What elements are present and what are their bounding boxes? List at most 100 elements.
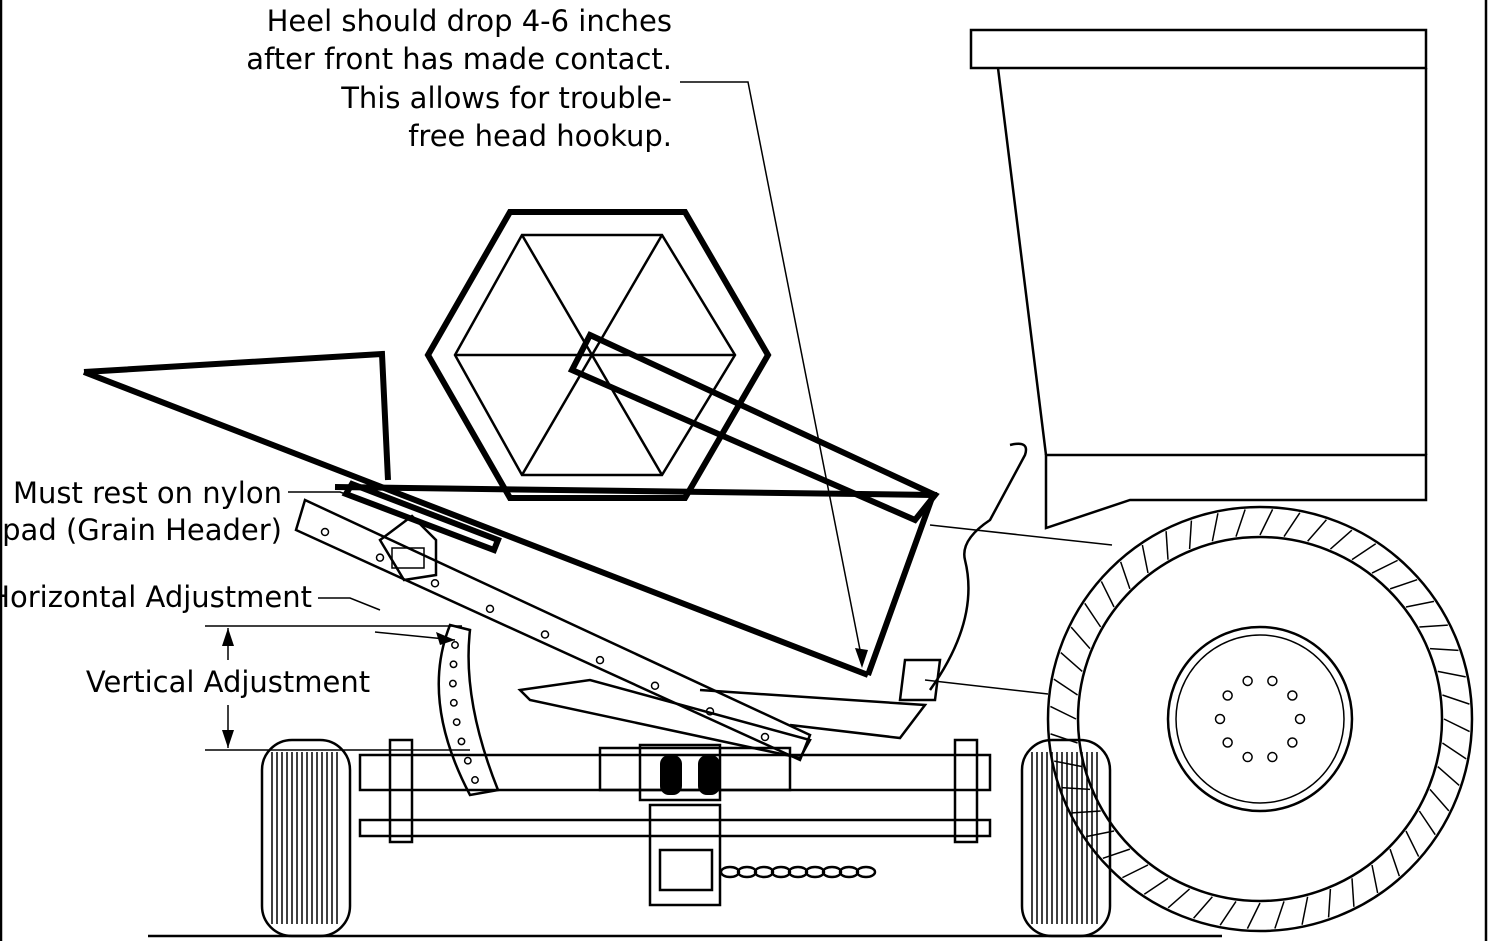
- vertical-adjust-holes: [448, 641, 479, 784]
- rear-linkage: [699, 688, 928, 740]
- cart-tire-right-tread: [1031, 752, 1098, 924]
- chain-link: [736, 865, 758, 879]
- lug-nut: [1294, 713, 1306, 725]
- tread-bar: [1122, 864, 1149, 879]
- chain-link: [804, 865, 826, 879]
- combine-body-side: [996, 67, 1428, 456]
- lug-nut: [1242, 675, 1253, 687]
- tread-bar: [1443, 718, 1470, 733]
- tread-bar: [1193, 896, 1213, 919]
- heel-leader-arrow: [855, 648, 868, 668]
- safety-chain: [719, 865, 877, 879]
- tread-bar: [1301, 896, 1309, 925]
- arm-hole: [320, 527, 330, 537]
- heel-callout-line-2: after front has made contact.: [246, 42, 672, 76]
- tread-bar: [1429, 647, 1459, 652]
- cradle-arm: [294, 498, 812, 762]
- vertical-arrow-down: [222, 730, 234, 748]
- tread-bar: [1307, 519, 1327, 542]
- tread-bar: [1119, 561, 1131, 590]
- tread-bar: [1060, 652, 1083, 672]
- tread-bar: [1235, 509, 1246, 537]
- lug-nut: [1267, 675, 1278, 687]
- tread-bar: [1050, 705, 1077, 720]
- horizontal-adjustment-label: Horizontal Adjustment: [0, 580, 312, 614]
- header-bottom-edge: [82, 369, 870, 678]
- chain-link: [855, 865, 877, 879]
- tread-bar: [1050, 733, 1078, 744]
- combine-grain-tank-top: [969, 28, 1428, 70]
- tread-bar: [1419, 624, 1448, 628]
- header-back-edge: [334, 484, 938, 677]
- header: [82, 209, 940, 678]
- tread-bar: [1259, 509, 1274, 536]
- arm-hole: [375, 553, 385, 562]
- lug-nut: [1214, 713, 1226, 725]
- chain-link: [753, 865, 775, 879]
- horizontal-leader-line: [318, 597, 381, 611]
- heel-callout-line-1: Heel should drop 4-6 inches: [267, 4, 672, 38]
- arm-hole: [595, 655, 605, 665]
- hitch-clevis: [658, 848, 714, 892]
- hitch-housing: [638, 743, 722, 802]
- nylon-leader-line: [288, 491, 396, 513]
- tread-bar: [1143, 877, 1169, 895]
- nylon-callout-line-1: Must rest on nylon: [13, 476, 282, 510]
- heel-leader-line: [680, 81, 863, 661]
- vertical-adjust-plate: [437, 623, 500, 797]
- feederhouse-line-upper: [929, 524, 1113, 546]
- tread-bar: [1371, 864, 1379, 894]
- nylon-callout-line-2: pad (Grain Header): [2, 513, 282, 547]
- tread-bar: [1371, 559, 1398, 574]
- arm-hole: [650, 681, 660, 690]
- plate-hole: [463, 756, 472, 765]
- reel-spokes: [455, 234, 735, 476]
- feederhouse-line-lower: [924, 679, 1049, 695]
- arm-hole: [430, 579, 440, 588]
- chain-link: [821, 865, 843, 879]
- combine: [924, 28, 1428, 695]
- plate-hole: [449, 660, 458, 669]
- tread-bar: [1351, 878, 1355, 907]
- wheel-rim: [1166, 625, 1354, 813]
- tread-bar: [1188, 520, 1193, 550]
- tread-bar: [1389, 578, 1418, 590]
- combine-lower-frame: [1044, 453, 1428, 530]
- chain-link: [770, 865, 792, 879]
- tread-bar: [1084, 602, 1102, 628]
- header-cart: [294, 442, 1028, 907]
- lug-nut: [1222, 690, 1233, 701]
- tread-bar: [1327, 888, 1332, 918]
- cradle-arm-holes: [320, 527, 770, 742]
- vertical-arrow-up: [222, 628, 234, 646]
- center-hitch-box: [598, 746, 792, 792]
- lug-nut: [1267, 751, 1278, 763]
- nylon-pad-plate: [341, 480, 502, 554]
- reel-arm: [567, 331, 940, 524]
- tread-bar: [1351, 543, 1377, 561]
- combine-drive-tire: [1046, 505, 1474, 933]
- tread-bar: [1429, 788, 1450, 812]
- tread-bar: [1141, 544, 1149, 574]
- plate-hole: [452, 718, 461, 727]
- arm-hole: [540, 630, 550, 639]
- axle-frame-lower: [358, 818, 992, 838]
- tread-bar: [1219, 901, 1237, 926]
- vertical-callout: Vertical Adjustment: [86, 625, 470, 751]
- cart-tire-left-tread: [271, 752, 338, 924]
- tread-bar: [1053, 678, 1078, 696]
- tread-bar: [1274, 901, 1285, 929]
- tread-bar: [1054, 760, 1083, 768]
- chain-link: [787, 865, 809, 879]
- lug-nut: [1287, 737, 1298, 748]
- chain-link: [838, 865, 860, 879]
- tread-bar: [1061, 786, 1091, 791]
- horizontal-arrow: [436, 632, 455, 645]
- reel-hexagon-outer: [424, 209, 772, 501]
- tire-outer: [1046, 505, 1474, 933]
- tread-bar: [1437, 670, 1466, 678]
- header-snout: [83, 350, 391, 481]
- rear-latch: [898, 658, 942, 702]
- axle-frame-upper: [358, 753, 992, 792]
